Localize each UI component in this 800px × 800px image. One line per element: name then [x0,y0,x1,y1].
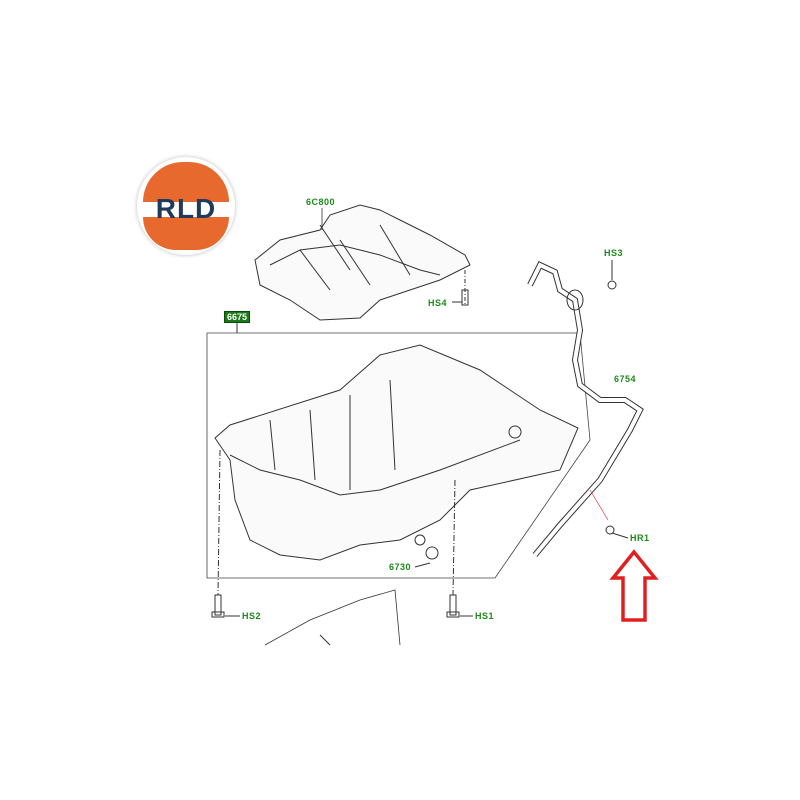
rld-logo: RLD [137,157,235,255]
label-6675[interactable]: 6675 [224,311,251,323]
label-6754[interactable]: 6754 [614,374,637,384]
ladder-frame-drawing [254,204,471,321]
oil-pan-drawing [214,344,579,561]
label-6c800[interactable]: 6C800 [306,197,336,207]
label-hs3[interactable]: HS3 [604,248,624,258]
label-hr1[interactable]: HR1 [630,533,650,543]
label-hs1[interactable]: HS1 [475,611,495,621]
highlight-arrow [609,549,659,622]
label-hs4[interactable]: HS4 [428,298,448,308]
dipstick-tube-drawing [527,261,644,557]
label-6730[interactable]: 6730 [389,562,412,572]
label-hs2[interactable]: HS2 [242,611,262,621]
